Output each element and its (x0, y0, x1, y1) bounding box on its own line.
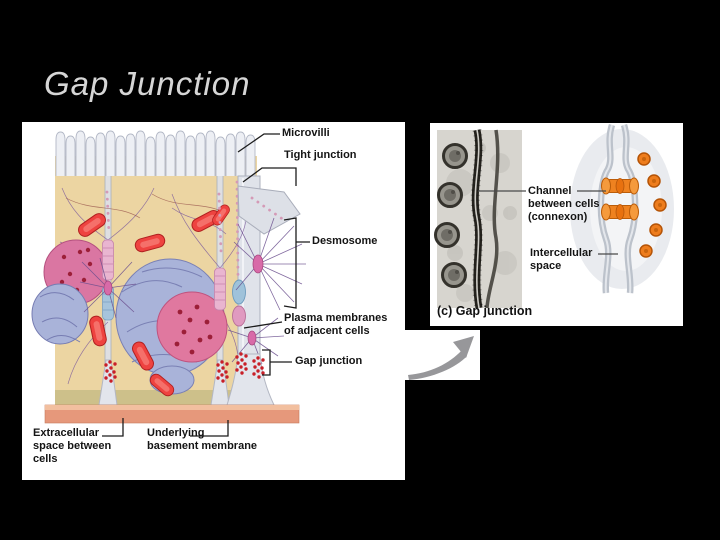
callout-arrow (404, 330, 480, 380)
label-plasma-membranes: Plasma membranes of adjacent cells (284, 312, 388, 337)
gap-junction-figure-panel: Channel between cells (connexon) Interce… (430, 123, 683, 326)
label-desmosome: Desmosome (312, 235, 378, 247)
label-extracellular-space: Extracellular space between cells (33, 427, 112, 465)
tight-junction-flap (237, 185, 301, 235)
label-tight-junction: Tight junction (284, 149, 357, 161)
slide-title: Gap Junction (44, 65, 251, 102)
cell-junction-art (31, 130, 310, 437)
tem-micrograph (434, 129, 522, 309)
nucleus-cell2 (156, 291, 228, 363)
er-cell1 (31, 283, 89, 345)
connexon-illustration (570, 123, 674, 294)
label-intercellular-space: Intercellular space (530, 247, 593, 272)
desmosome-art (79, 217, 306, 365)
figure-caption: (c) Gap junction (437, 304, 533, 318)
cell-junction-diagram-panel: Microvilli Tight junction Desmosome Plas… (22, 122, 405, 480)
junction-complexes (102, 239, 246, 327)
leader-lines (102, 133, 310, 437)
leader-lines (478, 190, 618, 255)
label-basement-membrane: Underlying basement membrane (147, 427, 258, 452)
label-channel-connexon: Channel between cells (connexon) (528, 185, 600, 223)
label-gap-junction: Gap junction (295, 355, 363, 367)
basement-membrane-art (44, 404, 300, 424)
label-microvilli: Microvilli (282, 127, 330, 139)
arrow-icon (408, 336, 474, 380)
gap-junction-art (434, 123, 674, 309)
